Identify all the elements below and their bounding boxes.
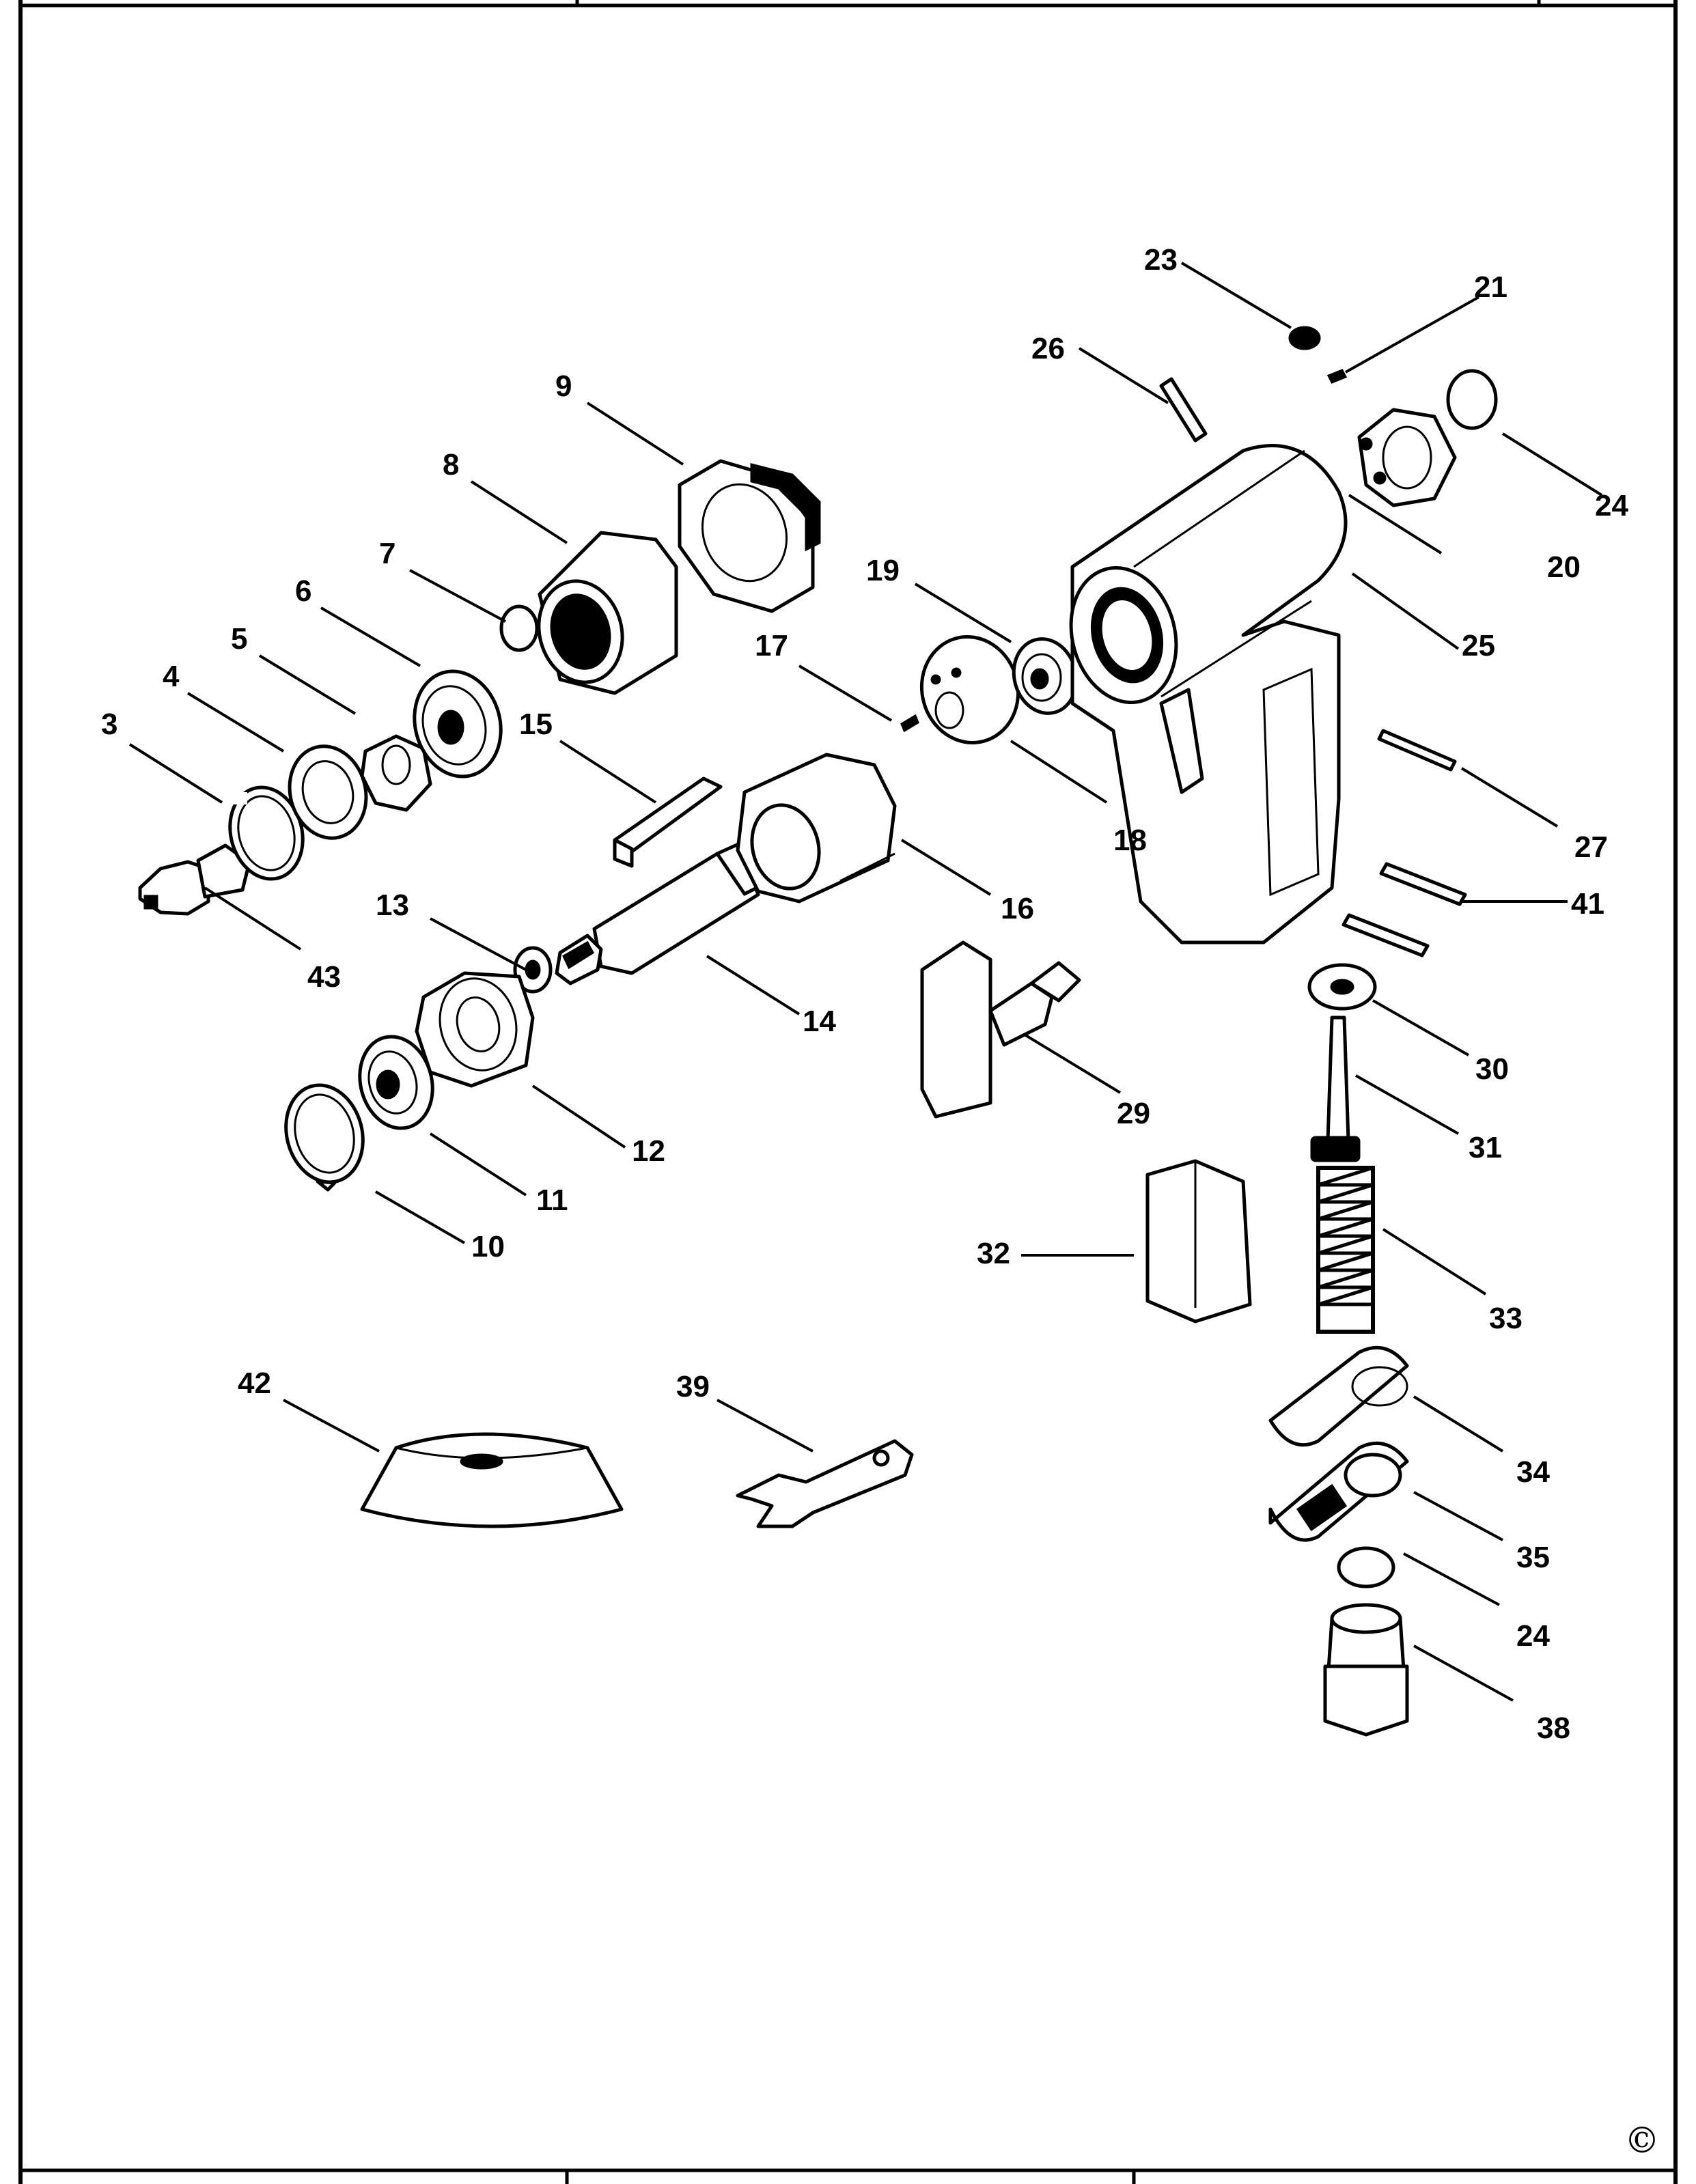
- callout-43: 43: [307, 960, 341, 994]
- part-7-ring: [499, 604, 539, 652]
- part-14-rotor: [555, 839, 760, 985]
- part-32-filter: [1145, 1159, 1252, 1324]
- callout-14: 14: [803, 1005, 836, 1038]
- part-18-end-plate: [919, 635, 1020, 744]
- callout-8: 8: [443, 448, 459, 481]
- part-27-pin: [1377, 729, 1457, 772]
- part-23-screw: [1288, 326, 1321, 350]
- part-35-cover: [1268, 1441, 1409, 1542]
- callout-29: 29: [1117, 1097, 1150, 1130]
- part-9-lock-ring: [678, 459, 821, 613]
- part-17-pin: [900, 714, 919, 733]
- part-43-spindle: [138, 843, 251, 916]
- callout-20: 20: [1547, 550, 1581, 584]
- part-39-spanner: [736, 1439, 914, 1528]
- copyright-symbol: ©: [1624, 2120, 1660, 2161]
- callout-24-lower: 24: [1516, 1619, 1550, 1653]
- part-25-housing: [1069, 444, 1348, 944]
- callout-17: 17: [755, 629, 788, 662]
- part-21-pin: [1326, 369, 1348, 384]
- callout-23: 23: [1144, 243, 1178, 277]
- callout-12: 12: [632, 1134, 665, 1168]
- callout-41: 41: [1571, 887, 1604, 921]
- callout-30: 30: [1475, 1052, 1509, 1086]
- callout-7: 7: [379, 537, 395, 570]
- callout-10: 10: [471, 1230, 505, 1263]
- part-26-rod: [1159, 377, 1208, 443]
- part-20-valve: [1357, 408, 1457, 507]
- part-10-circlip: [284, 1083, 365, 1192]
- part-24-o-ring-upper: [1446, 369, 1498, 430]
- callout-5: 5: [231, 622, 247, 656]
- callout-25: 25: [1462, 629, 1495, 662]
- callout-11: 11: [536, 1184, 568, 1217]
- part-38-inlet: [1323, 1603, 1409, 1737]
- callout-42: 42: [238, 1367, 271, 1400]
- leader-lines: [128, 262, 1603, 1702]
- part-24-o-ring-lower: [1337, 1546, 1395, 1588]
- callout-21: 21: [1474, 270, 1507, 304]
- callout-18: 18: [1113, 824, 1147, 857]
- page-frame: [18, 0, 1678, 2184]
- part-13-bearing: [513, 946, 553, 994]
- part-11-bearing: [358, 1035, 434, 1130]
- callout-38: 38: [1537, 1711, 1570, 1745]
- part-16-cylinder: [736, 753, 897, 904]
- callout-26: 26: [1031, 332, 1065, 365]
- callout-15: 15: [519, 708, 553, 741]
- callout-24-upper: 24: [1595, 489, 1628, 522]
- part-31-valve-stem: [1310, 1016, 1361, 1162]
- part-29-trigger: [920, 940, 1081, 1119]
- callout-27: 27: [1574, 830, 1608, 864]
- callout-3: 3: [101, 708, 117, 741]
- callout-labels: 3 4 5 6 7 8 9 10 11 12 13 14 15 16 17 18…: [101, 243, 1628, 1745]
- callout-31: 31: [1469, 1131, 1502, 1164]
- part-8-housing: [537, 531, 678, 695]
- callout-4: 4: [163, 660, 180, 693]
- callout-35: 35: [1516, 1541, 1550, 1574]
- part-6-bearing: [413, 669, 503, 779]
- part-3-circlip: [228, 785, 305, 881]
- part-42-guard: [360, 1432, 624, 1528]
- callout-32: 32: [977, 1237, 1010, 1270]
- callout-13: 13: [376, 888, 409, 922]
- part-34-gasket: [1268, 1345, 1409, 1447]
- part-12-end-plate: [415, 971, 535, 1088]
- part-19-bearing: [1012, 637, 1079, 715]
- callout-6: 6: [295, 574, 311, 608]
- callout-34: 34: [1516, 1455, 1550, 1489]
- callout-19: 19: [866, 554, 900, 587]
- callout-9: 9: [555, 369, 572, 403]
- callout-39: 39: [676, 1370, 710, 1403]
- part-15-vane: [613, 776, 723, 868]
- part-41-pins: [1341, 862, 1467, 957]
- callout-33: 33: [1489, 1302, 1523, 1335]
- part-30-washer: [1307, 963, 1377, 1011]
- part-33-spring: [1316, 1166, 1375, 1334]
- callout-16: 16: [1001, 892, 1034, 925]
- part-5-nut: [360, 734, 432, 812]
